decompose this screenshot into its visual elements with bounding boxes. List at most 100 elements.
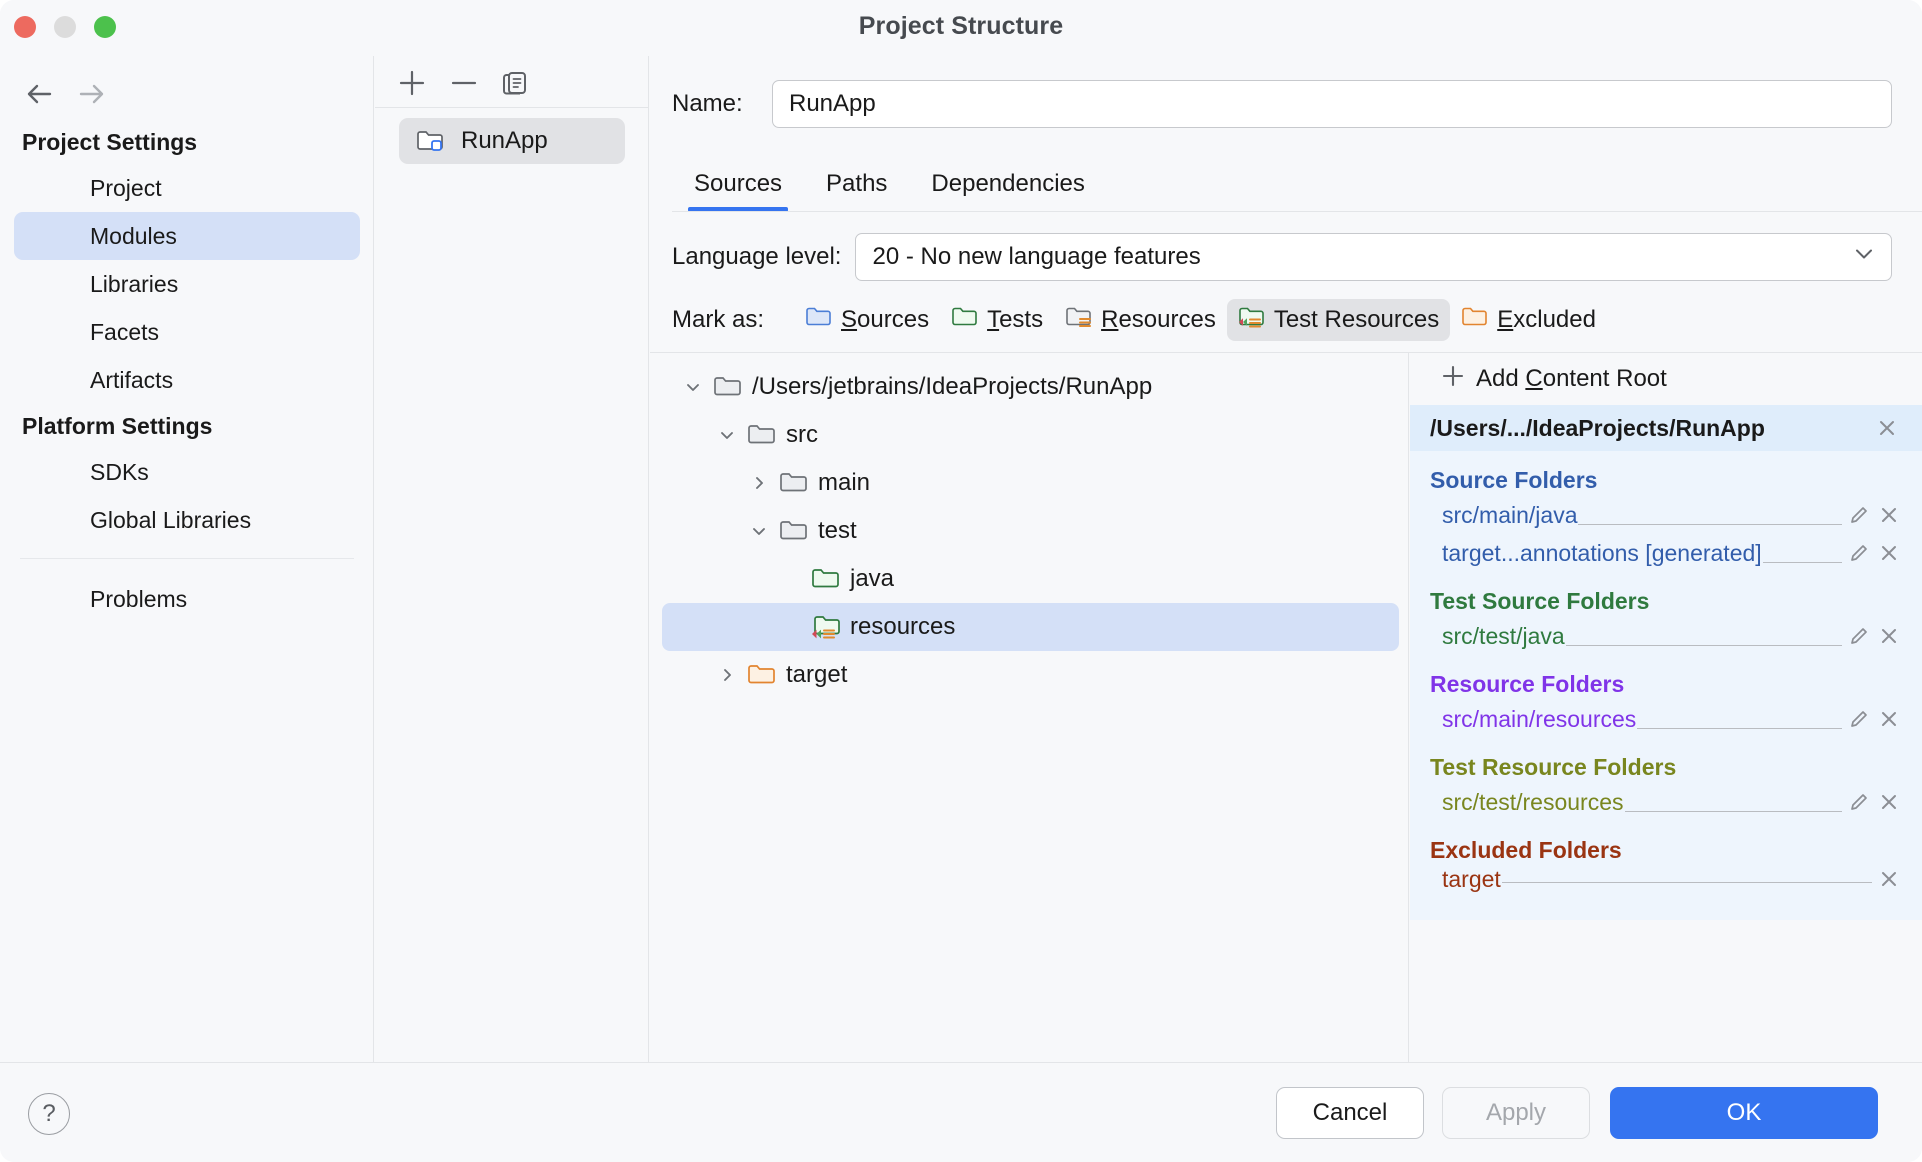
mark-excluded-rest: xcluded [1513, 306, 1596, 333]
path-row[interactable]: src/test/resources [1410, 783, 1922, 821]
dialog-footer: ? Cancel Apply OK [0, 1062, 1922, 1162]
mark-as-excluded-button[interactable]: Excluded [1450, 299, 1607, 341]
remove-path-icon[interactable] [1874, 542, 1904, 564]
dialog-title: Project Structure [858, 12, 1064, 40]
edit-path-icon[interactable] [1844, 504, 1874, 526]
mark-as-sources-button[interactable]: Sources [794, 299, 940, 341]
folder-excluded-icon [1461, 305, 1489, 336]
close-window-button[interactable] [14, 16, 36, 38]
mark-test-resources-label: Test Resources [1273, 306, 1440, 333]
edit-path-icon[interactable] [1844, 625, 1874, 647]
mark-tests-rest: ests [999, 306, 1044, 333]
chevron-down-icon [1851, 241, 1877, 274]
source-tree: /Users/jetbrains/IdeaProjects/RunApp src [650, 363, 1408, 699]
path-row[interactable]: src/test/java [1410, 617, 1922, 655]
chevron-right-icon[interactable] [742, 473, 776, 493]
content-root-card: /Users/.../IdeaProjects/RunApp Source Fo… [1410, 405, 1922, 920]
tree-row-resources[interactable]: resources [662, 603, 1399, 651]
ok-button[interactable]: OK [1610, 1087, 1878, 1139]
module-name-label: Name: [672, 90, 743, 117]
module-list-panel: RunApp [375, 56, 649, 1062]
path-dotted-fill [1578, 524, 1842, 525]
module-toolbar [375, 56, 649, 108]
path-row[interactable]: target [1410, 866, 1922, 904]
sidebar-group-platform-settings: Platform Settings [22, 413, 213, 439]
edit-path-icon[interactable] [1844, 542, 1874, 564]
group-title-source-folders: Source Folders [1430, 467, 1598, 493]
path-label: src/main/resources [1442, 705, 1637, 732]
chevron-down-icon[interactable] [742, 521, 776, 541]
sidebar-item-artifacts[interactable]: Artifacts [90, 367, 174, 393]
sidebar-item-facets[interactable]: Facets [90, 319, 160, 345]
settings-sidebar: Project Settings Project Modules Librari… [0, 56, 374, 1062]
path-row[interactable]: src/main/java [1410, 496, 1922, 534]
module-item-runapp[interactable]: RunApp [399, 118, 625, 164]
path-row[interactable]: src/main/resources [1410, 700, 1922, 738]
tree-row-target[interactable]: target [662, 651, 1399, 699]
remove-path-icon[interactable] [1874, 791, 1904, 813]
edit-path-icon[interactable] [1844, 708, 1874, 730]
chevron-down-icon[interactable] [676, 377, 710, 397]
content-root-header[interactable]: /Users/.../IdeaProjects/RunApp [1410, 405, 1922, 451]
sidebar-item-modules[interactable]: Modules [14, 212, 360, 260]
tree-row-test[interactable]: test [662, 507, 1399, 555]
add-module-button[interactable] [393, 64, 431, 102]
apply-button[interactable]: Apply [1442, 1087, 1590, 1139]
chevron-down-icon[interactable] [710, 425, 744, 445]
remove-path-icon[interactable] [1874, 504, 1904, 526]
tree-row-main[interactable]: main [662, 459, 1399, 507]
path-label: src/test/resources [1442, 788, 1624, 815]
remove-path-icon[interactable] [1874, 708, 1904, 730]
copy-module-button[interactable] [497, 64, 535, 102]
add-content-root-button[interactable]: Add Content Root [1410, 353, 1922, 405]
remove-path-icon[interactable] [1874, 868, 1904, 890]
tree-row-java[interactable]: java [662, 555, 1399, 603]
module-folder-icon [413, 128, 449, 154]
folder-plain-icon [776, 470, 812, 496]
sidebar-item-project[interactable]: Project [90, 175, 162, 201]
tree-row-src[interactable]: src [662, 411, 1399, 459]
path-dotted-fill [1637, 728, 1842, 729]
mark-as-tests-button[interactable]: Tests [940, 299, 1054, 341]
add-content-root-prefix: Add [1476, 365, 1526, 392]
path-row[interactable]: target...annotations [generated] [1410, 534, 1922, 572]
tab-dependencies[interactable]: Dependencies [931, 170, 1085, 197]
minimize-window-button[interactable] [54, 16, 76, 38]
help-icon[interactable]: ? [28, 1093, 70, 1135]
folder-sources-icon [805, 305, 833, 336]
mark-as-resources-button[interactable]: Resources [1054, 299, 1227, 341]
sidebar-item-libraries[interactable]: Libraries [90, 271, 179, 297]
mark-sources-mnemonic: S [841, 306, 858, 333]
add-content-root-mnemonic: C [1525, 365, 1543, 392]
folder-test-resources-icon [808, 613, 844, 641]
mark-tests-mnemonic: T [987, 306, 1000, 333]
language-level-select[interactable]: 20 - No new language features [855, 233, 1892, 281]
folder-tests-icon [808, 566, 844, 592]
forward-arrow-icon[interactable] [72, 74, 118, 114]
remove-module-button[interactable] [445, 64, 483, 102]
cancel-button[interactable]: Cancel [1276, 1087, 1424, 1139]
tree-row-label: java [850, 565, 895, 592]
module-list: RunApp [375, 118, 649, 164]
mark-as-test-resources-button[interactable]: Test Resources [1226, 299, 1451, 341]
remove-content-root-icon[interactable] [1872, 417, 1902, 439]
tree-row-content-root[interactable]: /Users/jetbrains/IdeaProjects/RunApp [662, 363, 1399, 411]
content-divider [650, 352, 1922, 353]
module-name-input[interactable] [772, 80, 1892, 128]
maximize-window-button[interactable] [94, 16, 116, 38]
sidebar-item-sdks[interactable]: SDKs [90, 459, 149, 485]
chevron-right-icon[interactable] [710, 665, 744, 685]
content-root-path: /Users/.../IdeaProjects/RunApp [1430, 414, 1765, 441]
back-arrow-icon[interactable] [20, 74, 66, 114]
sidebar-item-problems[interactable]: Problems [90, 586, 188, 612]
tab-paths[interactable]: Paths [826, 170, 888, 197]
path-dotted-fill [1501, 882, 1872, 883]
sidebar-divider [20, 558, 354, 559]
sidebar-navigation [20, 74, 140, 114]
remove-path-icon[interactable] [1874, 625, 1904, 647]
sidebar-item-global-libraries[interactable]: Global Libraries [90, 507, 252, 533]
content-roots-pane: Add Content Root /Users/.../IdeaProjects… [1410, 353, 1922, 1109]
folder-plain-icon [744, 422, 780, 448]
edit-path-icon[interactable] [1844, 791, 1874, 813]
tab-sources[interactable]: Sources [672, 170, 804, 212]
